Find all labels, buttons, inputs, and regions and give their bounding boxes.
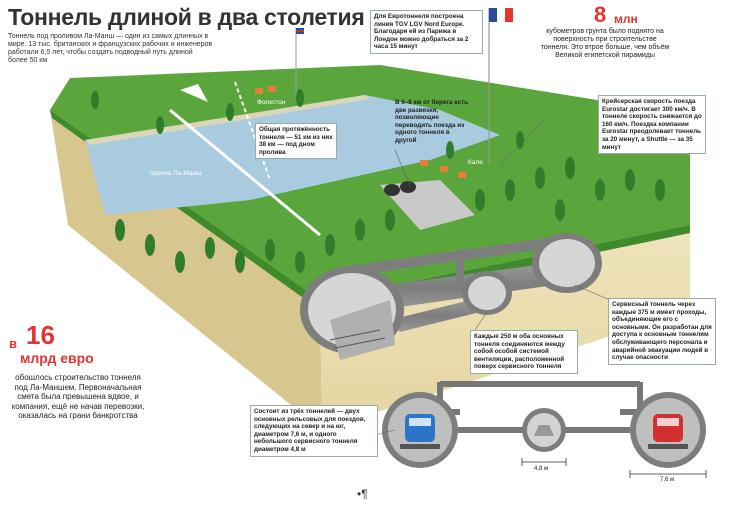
junctions-note: В 6–8 км от берега есть две развязки, по… xyxy=(395,99,469,144)
french-flag-icon xyxy=(489,8,497,22)
total-length-note: Общая протяжённость тоннеля — 51 км из н… xyxy=(255,123,337,160)
main-diameter-label: 7,6 м xyxy=(660,477,675,483)
trees xyxy=(91,89,665,273)
service-tunnel-note: Сервисный тоннель через каждые 375 м име… xyxy=(608,298,716,365)
cost-text: обошлось строительство тоннеля под Ла-Ма… xyxy=(11,373,145,420)
main-tunnel-right xyxy=(532,233,602,293)
composition-note: Состоит из трёх тоннелей — двух основных… xyxy=(250,405,378,457)
service-tunnel-mid xyxy=(462,271,512,315)
calais-label: Кале xyxy=(468,159,483,166)
sea-shore xyxy=(85,95,370,145)
cost-number: 16 xyxy=(26,320,55,350)
soil-text: кубометров грунта было поднято на поверх… xyxy=(540,28,670,59)
folkestone-label: Фолкстон xyxy=(257,99,286,106)
soil-unit: млн xyxy=(614,12,638,26)
channel-label: пролив Ла-Манш xyxy=(150,170,202,177)
speed-note: Крейсерская скорость поезда Eurostar дос… xyxy=(598,95,706,155)
cost-unit: млрд евро xyxy=(20,350,94,366)
intro-text: Тоннель под проливом Ла-Манш — один из с… xyxy=(8,33,213,64)
eurotunnel-note: Для Евротоннеля построена линия TGV LGV … xyxy=(370,10,483,54)
ventilation-note: Каждые 250 м оба основных тоннеля соедин… xyxy=(470,330,578,374)
main-tunnel-left xyxy=(300,266,404,360)
page-title: Тоннель длиной в два столетия xyxy=(8,4,365,30)
pilcrow-mark: •¶ xyxy=(357,487,368,501)
soil-number: 8 xyxy=(594,2,607,27)
cross-section xyxy=(382,381,707,478)
cost-prefix: в xyxy=(9,336,17,351)
service-diameter-label: 4,8 м xyxy=(534,466,549,472)
